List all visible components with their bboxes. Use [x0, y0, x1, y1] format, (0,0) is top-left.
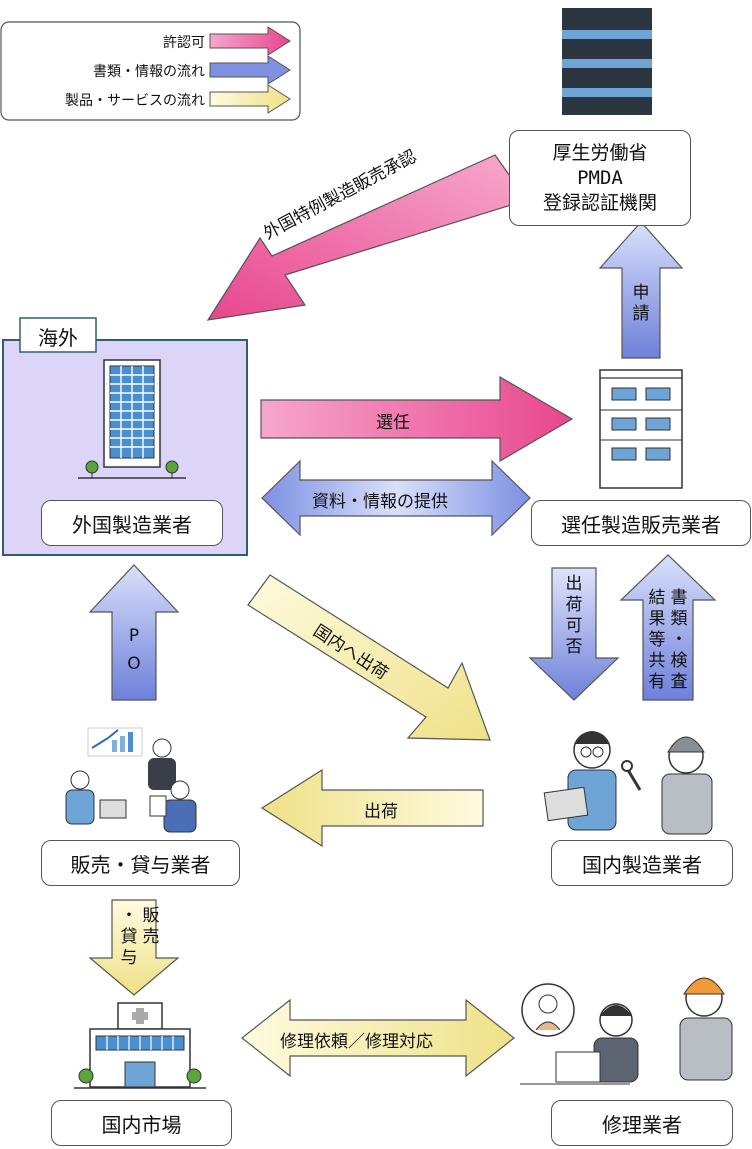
ship-permit-arrow: [528, 567, 620, 701]
foreign-manufacturer-box: 外国製造業者: [41, 500, 223, 546]
application-char-1: 申: [632, 283, 650, 303]
domestic-manufacturer-box: 国内製造業者: [551, 840, 733, 886]
repair-box: 修理業者: [551, 1100, 733, 1146]
ship-permit-char-3: 可: [565, 616, 583, 636]
overseas-tag-box: [19, 317, 97, 353]
legend-yellow-arrow: [209, 84, 291, 114]
database-icon: [562, 8, 652, 115]
mhlw-box: 厚生労働省 PMDA 登録認証機関: [509, 130, 691, 226]
shared-col2-char-2: 果: [648, 609, 666, 629]
po-char-2: O: [127, 654, 141, 674]
shared-col1-char-5: 査: [670, 672, 688, 692]
overseas-tag: 海外: [38, 326, 78, 350]
legend-products-label: 製品・サービスの流れ: [65, 93, 205, 109]
office-building-icon: [78, 359, 186, 479]
market-box: 国内市場: [51, 1100, 232, 1146]
shared-col1-char-2: 類: [670, 609, 688, 629]
po-char-1: P: [128, 626, 140, 646]
sell-lend-col1: ・ 貸 与: [118, 906, 140, 969]
sell-lend-col1-char-1: ・: [120, 906, 138, 926]
sell-lend-col2-char-1: 売: [142, 927, 160, 947]
legend-documents-label: 書類・情報の流れ: [93, 64, 205, 80]
legend-blue-arrow: [209, 55, 291, 85]
mhlw-line-1: 厚生労働省: [552, 141, 648, 164]
foreign-approval-arrow: [206, 154, 528, 321]
ship-permit-label: 出 荷 可 否: [563, 574, 585, 658]
shared-col1-char-3: ・: [670, 630, 688, 650]
sell-lend-col2: 売: [140, 927, 162, 948]
repair-staff-icon: [520, 977, 733, 1085]
sell-lend-col1-char-3: 与: [120, 948, 138, 968]
legend-pink-arrow: [209, 26, 291, 56]
sell-lend-top-label: 販: [142, 906, 160, 926]
po-arrow: [88, 564, 180, 701]
appointed-mah-box: 選任製造販売業者: [531, 500, 751, 546]
shipment-label: 出荷: [364, 802, 398, 822]
info-exchange-arrow: [261, 459, 531, 537]
shipment-arrow: [260, 768, 484, 848]
sales-meeting-icon: [65, 727, 197, 833]
ship-permit-char-2: 荷: [565, 595, 583, 615]
mhlw-line-3: 登録認証機関: [542, 191, 657, 214]
hospital-icon: [74, 1002, 206, 1089]
repair-request-arrow: [241, 998, 515, 1078]
sell-lend-arrow: [88, 899, 180, 996]
ship-permit-char-1: 出: [565, 574, 583, 594]
shared-results-col2: 結 果 等 共 有: [646, 588, 668, 693]
shared-col2-char-3: 等: [648, 630, 666, 650]
application-arrow: [598, 221, 684, 359]
legend-approval-label: 許認可: [163, 35, 205, 51]
repair-request-label: 修理依頼／修理対応: [280, 1032, 433, 1052]
shared-results-arrow: [619, 554, 717, 701]
agent-building-icon: [599, 369, 683, 489]
export-domestic-arrow: [247, 574, 491, 741]
application-label: 申 請: [630, 283, 652, 325]
mhlw-line-2: PMDA: [577, 166, 623, 189]
shared-col2-char-1: 結: [648, 588, 666, 608]
ship-permit-char-4: 否: [565, 637, 583, 657]
appointment-arrow: [260, 375, 574, 463]
shared-col1-char-4: 検: [670, 651, 688, 671]
info-exchange-label: 資料・情報の提供: [312, 492, 448, 512]
shared-col2-char-4: 共: [648, 651, 666, 671]
shared-col1-char-1: 書: [670, 588, 688, 608]
shared-col2-char-5: 有: [648, 672, 666, 692]
seller-box: 販売・貸与業者: [41, 840, 240, 886]
po-label: P O: [123, 622, 145, 678]
shared-results-col1: 書 類 ・ 検 査: [668, 588, 690, 693]
sell-lend-col1-char-2: 貸: [120, 927, 138, 947]
domestic-workers-icon: [543, 731, 713, 835]
appointment-label: 選任: [376, 413, 410, 433]
application-char-2: 請: [632, 304, 650, 324]
